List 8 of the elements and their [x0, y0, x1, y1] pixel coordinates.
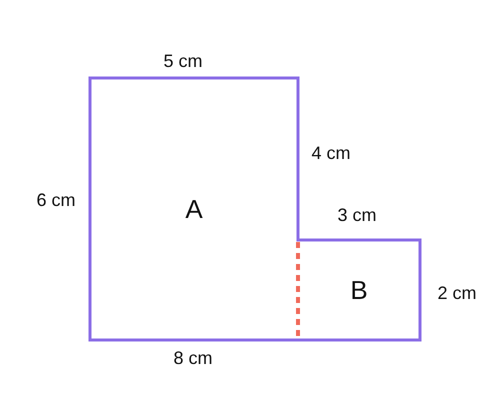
dimension-label: 8 cm — [174, 349, 212, 367]
dimension-label: 4 cm — [312, 144, 350, 162]
dimension-label: 6 cm — [36, 191, 76, 209]
dimension-label: 2 cm — [438, 284, 476, 302]
region-label: A — [185, 196, 203, 222]
dimension-label: 5 cm — [164, 52, 202, 70]
region-label: B — [350, 277, 368, 303]
dimension-label: 3 cm — [338, 206, 376, 224]
